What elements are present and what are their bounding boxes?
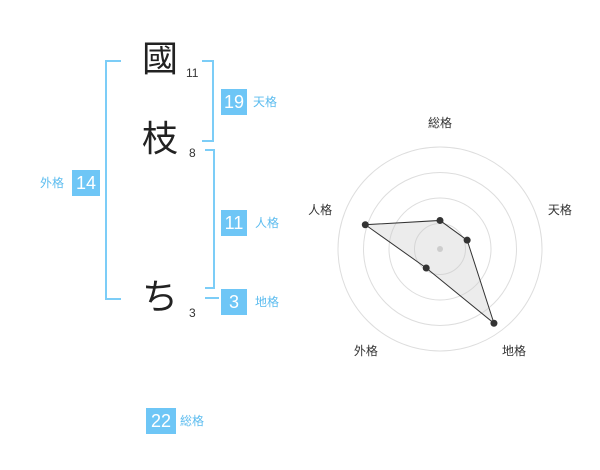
name-char-1: 國 bbox=[142, 39, 179, 80]
name-char-3: ち bbox=[142, 277, 179, 318]
radar-point-0 bbox=[436, 216, 444, 224]
radar-axis-label-2: 地格 bbox=[502, 343, 526, 358]
name-char-3-strokes: 3 bbox=[189, 306, 196, 320]
chikaku-connector bbox=[205, 297, 219, 299]
jinkaku-value: 11 bbox=[221, 210, 247, 236]
radar-area bbox=[363, 219, 495, 325]
radar-ring-3 bbox=[363, 172, 517, 326]
jinkaku-bracket bbox=[205, 149, 215, 289]
radar-ring-4 bbox=[337, 146, 543, 352]
radar-axis-label-0: 総格 bbox=[428, 115, 452, 130]
radar-ring-2 bbox=[388, 197, 492, 301]
tenkaku-bracket bbox=[202, 60, 214, 142]
radar-axis-label-3: 外格 bbox=[354, 343, 378, 358]
soukaku-label: 総格 bbox=[180, 414, 205, 428]
radar-point-1 bbox=[463, 236, 471, 244]
radar-axis-label-4: 人格 bbox=[308, 202, 332, 217]
gaikaku-value: 14 bbox=[72, 170, 100, 196]
name-char-2: 枝 bbox=[142, 119, 179, 160]
tenkaku-value: 19 bbox=[221, 89, 247, 115]
soukaku-value: 22 bbox=[146, 408, 176, 434]
radar-axis-label-1: 天格 bbox=[548, 202, 572, 217]
radar-point-3 bbox=[422, 264, 430, 272]
name-char-1-strokes: 11 bbox=[186, 66, 199, 80]
gaikaku-label: 外格 bbox=[40, 176, 65, 190]
radar-center bbox=[437, 246, 443, 252]
gaikaku-bracket bbox=[105, 60, 121, 300]
chikaku-label: 地格 bbox=[255, 295, 280, 309]
tenkaku-label: 天格 bbox=[253, 95, 278, 109]
radar-point-4 bbox=[361, 221, 369, 229]
radar-polygon bbox=[363, 219, 495, 325]
radar-points bbox=[361, 216, 498, 327]
radar-point-2 bbox=[490, 319, 498, 327]
name-char-2-strokes: 8 bbox=[189, 146, 196, 160]
jinkaku-label: 人格 bbox=[255, 216, 280, 230]
chikaku-value: 3 bbox=[221, 289, 247, 315]
